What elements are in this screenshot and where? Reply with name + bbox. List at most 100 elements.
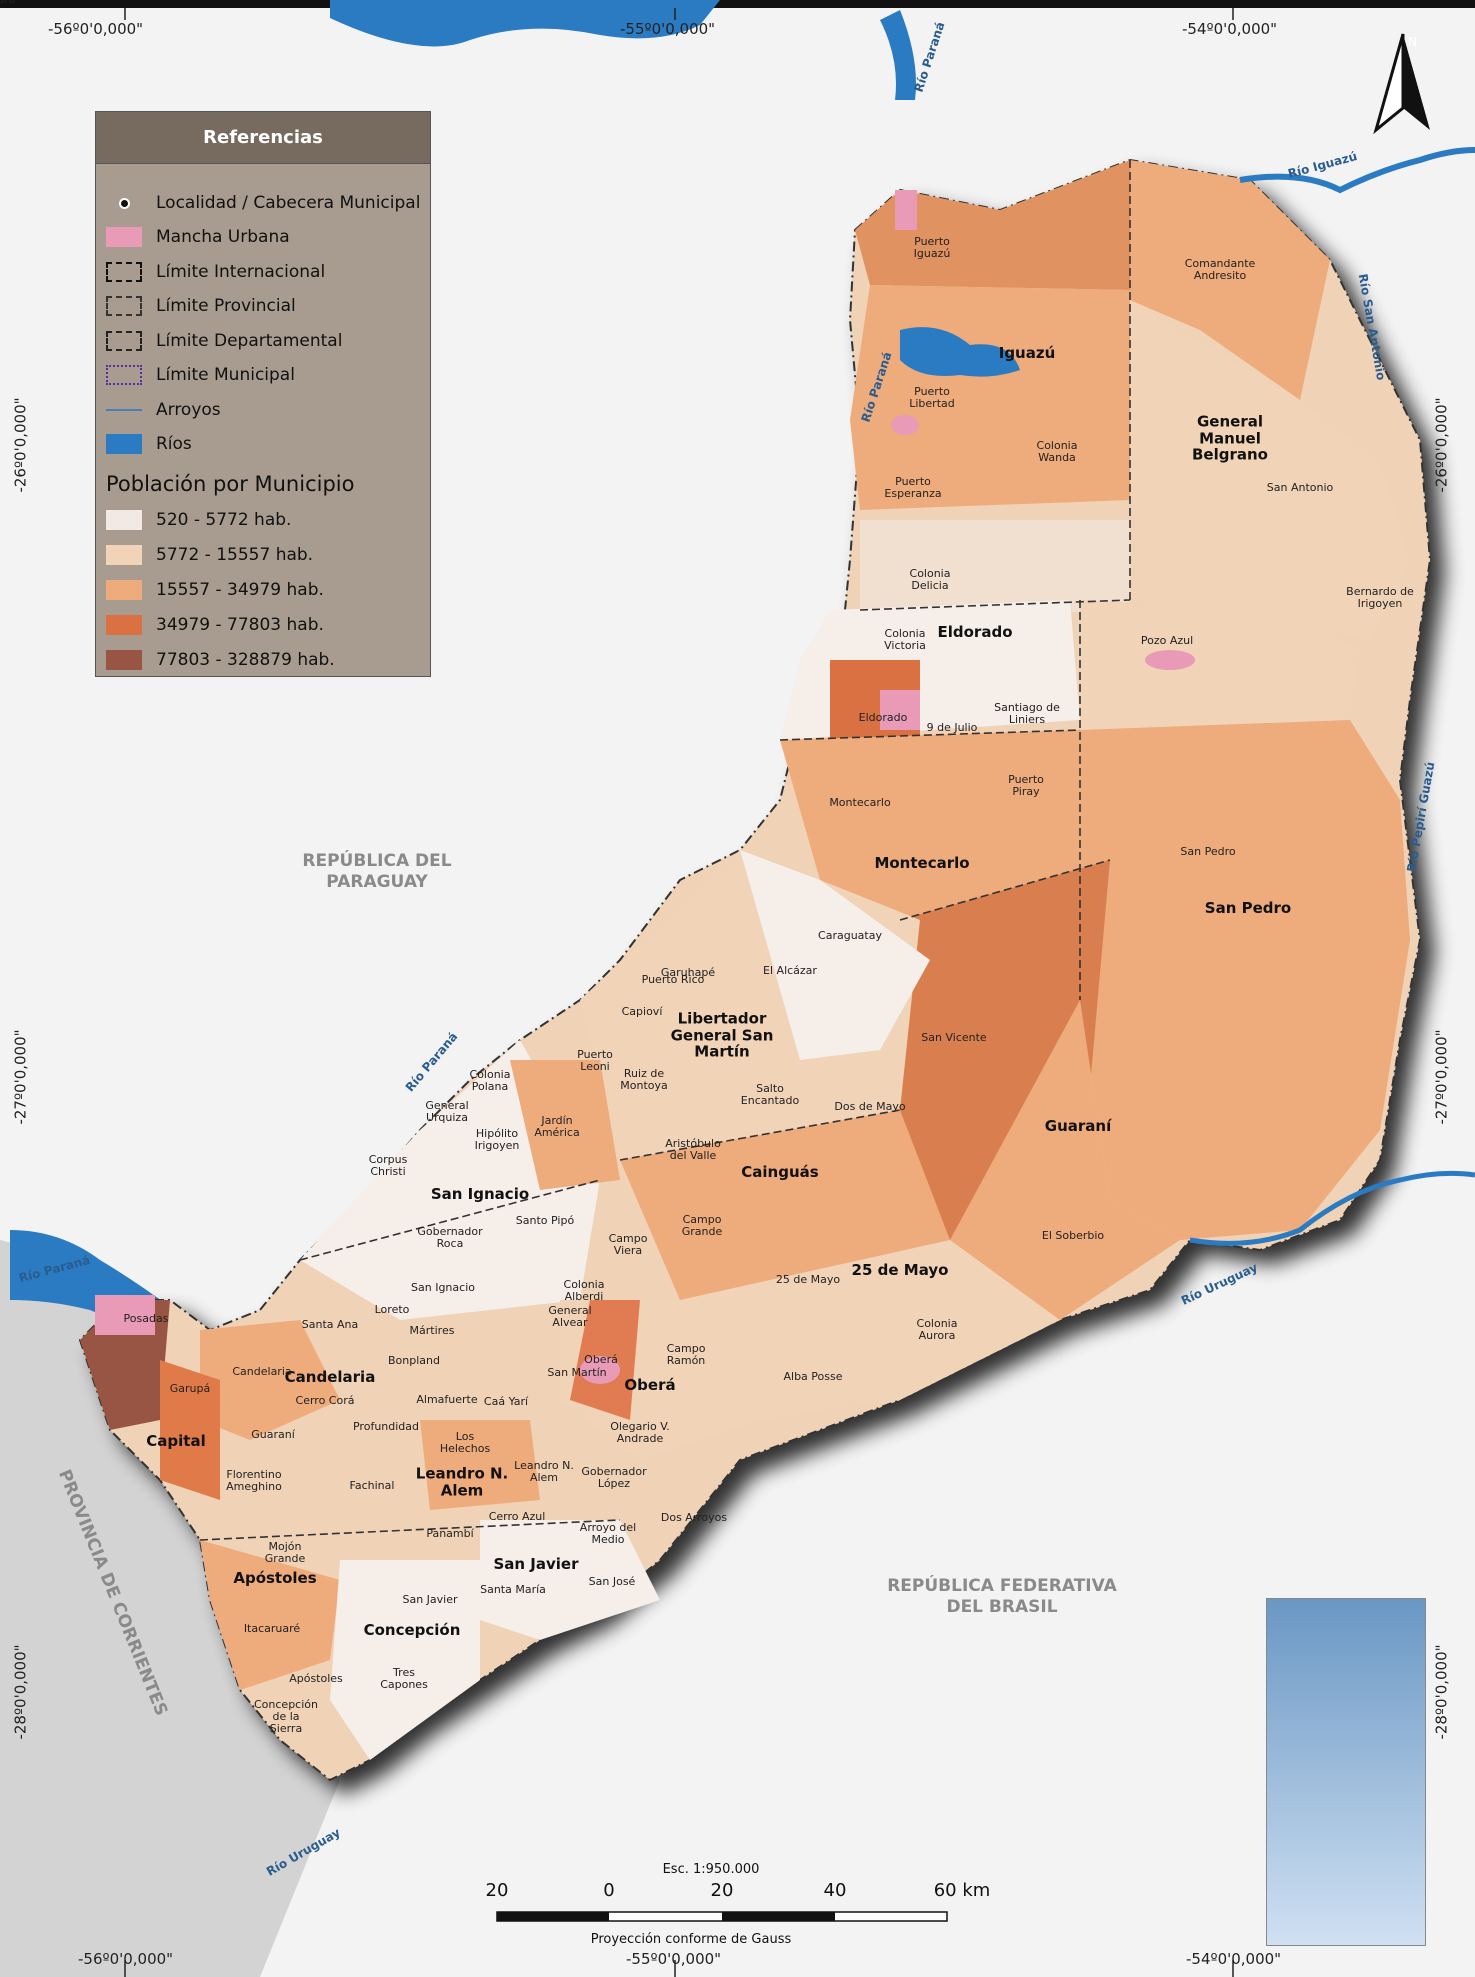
- department-label: San Javier: [493, 1554, 579, 1573]
- municipality-label: El Alcázar: [763, 963, 817, 977]
- parana-river-top: [880, 10, 916, 100]
- north-arrow-icon: N: [1373, 33, 1430, 134]
- department-label: Eldorado: [937, 622, 1013, 641]
- municipality-label: Profundidad: [352, 1419, 420, 1433]
- department-label: Candelaria: [284, 1367, 376, 1386]
- north-label: N: [1408, 35, 1417, 49]
- scale-title: Esc. 1:950.000: [662, 1862, 760, 1877]
- legend-class-5: 77803 - 328879 hab.: [106, 647, 335, 673]
- municipality-label: Pozo Azul: [1140, 633, 1194, 647]
- parana-reservoir-top: [330, 0, 720, 47]
- coord-right-2: -27º0'0,000": [1432, 1029, 1451, 1125]
- coord-left-3: -28º0'0,000": [11, 1644, 30, 1740]
- municipality-label: Montecarlo: [829, 795, 891, 809]
- municipality-label: Itacaruaré: [243, 1621, 301, 1635]
- municipality-label: Corpus Christi: [368, 1152, 408, 1178]
- legend-class-4: 34979 - 77803 hab.: [106, 612, 324, 638]
- department-label: San Ignacio: [430, 1184, 530, 1203]
- scale-tick: 0: [603, 1880, 615, 1901]
- region-cainguas: [620, 1110, 950, 1300]
- country-brasil: REPÚBLICA FEDERATIVA DEL BRASIL: [887, 1575, 1117, 1617]
- municipality-label: Campo Grande: [681, 1212, 723, 1238]
- scale-projection: Proyección conforme de Gauss: [590, 1932, 792, 1947]
- department-label: San Pedro: [1204, 898, 1292, 917]
- municipality-label: Mojón Grande: [264, 1539, 306, 1565]
- department-label: Leandro N. Alem: [415, 1464, 509, 1499]
- municipality-label: Alba Posse: [783, 1369, 843, 1383]
- department-label: Iguazú: [998, 343, 1056, 362]
- municipality-label: Santiago de Liniers: [994, 700, 1060, 726]
- municipality-label: Colonia Wanda: [1036, 438, 1078, 464]
- legend-title: Referencias: [96, 112, 430, 164]
- legend-item-streams: Arroyos: [106, 397, 221, 423]
- scale-tick: 40: [823, 1880, 847, 1901]
- municipality-label: Capioví: [621, 1004, 663, 1018]
- municipality-label: Colonia Victoria: [884, 626, 926, 652]
- municipality-label: Santa María: [480, 1582, 546, 1596]
- region-candelaria: [200, 1320, 340, 1440]
- municipality-label: 25 de Mayo: [775, 1272, 841, 1286]
- municipality-label: Aristóbulo del Valle: [665, 1136, 721, 1162]
- coord-bottom-3: -54º0'0,000": [1186, 1950, 1282, 1968]
- legend-item-prov-limit: Límite Provincial: [106, 293, 296, 319]
- municipality-label: Almafuerte: [416, 1392, 478, 1406]
- municipality-label: Apóstoles: [289, 1671, 343, 1685]
- legend-item-rivers: Ríos: [106, 431, 192, 457]
- municipality-label: Caá Yarí: [483, 1394, 529, 1408]
- region-alcazar: [740, 850, 930, 1060]
- municipality-label: Colonia Polana: [469, 1067, 511, 1093]
- region-san-javier: [480, 1520, 660, 1640]
- municipality-label: 9 de Julio: [926, 720, 978, 734]
- department-label: Guaraní: [1044, 1116, 1112, 1135]
- municipality-label: Puerto Leoni: [577, 1047, 613, 1073]
- municipality-label: Dos de Mayo: [834, 1099, 906, 1113]
- coord-right-3: -28º0'0,000": [1432, 1644, 1451, 1740]
- municipality-label: Olegario V. Andrade: [610, 1419, 670, 1445]
- coord-bottom-2: -55º0'0,000": [626, 1950, 722, 1968]
- municipality-label: Cerro Azul: [488, 1509, 546, 1523]
- coord-bottom-1: -56º0'0,000": [78, 1950, 174, 1968]
- municipality-label: Santo Pipó: [515, 1213, 575, 1227]
- municipality-label: Puerto Rico: [641, 972, 705, 986]
- municipality-label: Hipólito Irigoyen: [474, 1126, 520, 1152]
- department-label: Concepción: [363, 1620, 461, 1639]
- region-montecarlo: [780, 730, 1110, 920]
- legend-item-dept-limit: Límite Departamental: [106, 328, 342, 354]
- municipality-label: General Urquiza: [425, 1098, 469, 1124]
- municipality-label: Bernardo de Irigoyen: [1346, 584, 1414, 610]
- municipality-label: Posadas: [123, 1311, 169, 1325]
- corrientes-area: [0, 1240, 340, 1977]
- region-concepcion: [330, 1560, 480, 1760]
- region-puerto-iguazu: [855, 160, 1130, 290]
- legend-item-urban: Mancha Urbana: [106, 224, 290, 250]
- municipality-label: Garupá: [169, 1381, 211, 1395]
- coord-top-3: -54º0'0,000": [1182, 20, 1278, 38]
- municipality-label: San Pedro: [1180, 844, 1236, 858]
- municipality-label: Guaraní: [251, 1427, 295, 1441]
- municipality-label: Eldorado: [858, 710, 908, 724]
- municipality-label: San José: [588, 1574, 636, 1588]
- municipality-label: Panambí: [426, 1526, 474, 1540]
- municipality-label: El Soberbio: [1041, 1228, 1105, 1242]
- municipality-label: Gobernador López: [581, 1464, 647, 1490]
- region-guarani: [950, 1000, 1180, 1320]
- uruguay-river-right: [1189, 1170, 1475, 1246]
- department-lines: [199, 160, 1131, 1541]
- department-label: Cainguás: [741, 1162, 819, 1181]
- department-label: Apóstoles: [233, 1568, 317, 1587]
- country-paraguay: REPÚBLICA DEL PARAGUAY: [302, 850, 452, 892]
- scale-tick: 20: [710, 1880, 734, 1901]
- coord-right-1: -26º0'0,000": [1432, 397, 1451, 493]
- municipality-label: Puerto Iguazú: [913, 234, 951, 260]
- iguazu-river: [1239, 147, 1475, 194]
- graticule-ticks: [124, 8, 1234, 1977]
- municipality-label: Concepción de la Sierra: [254, 1697, 318, 1736]
- municipality-label: San Antonio: [1266, 480, 1334, 494]
- municipality-label: Los Helechos: [439, 1429, 491, 1455]
- municipality-label: Loreto: [374, 1302, 410, 1316]
- municipality-label: San Ignacio: [411, 1280, 475, 1294]
- municipality-label: Campo Viera: [608, 1231, 648, 1257]
- region-pozo-azul: [1080, 600, 1360, 730]
- department-label: Oberá: [624, 1375, 676, 1394]
